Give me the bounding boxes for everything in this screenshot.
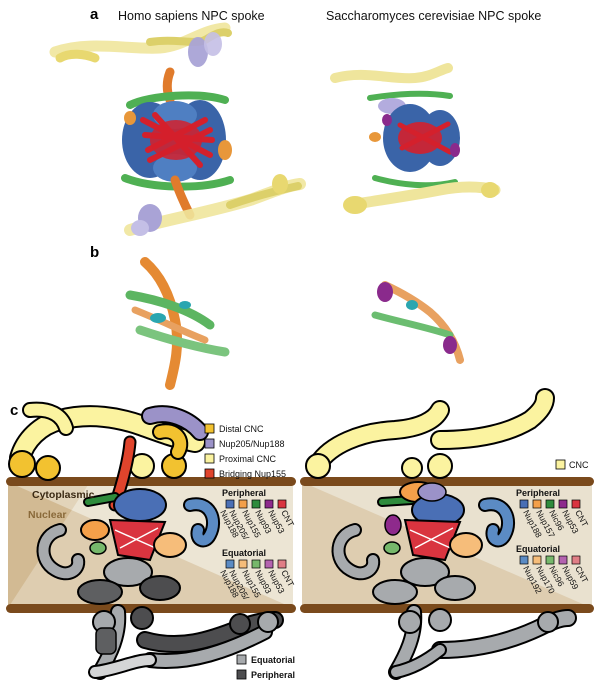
yeast-peripheral-swatch-3 [558,499,568,509]
yeast-spoke-title: Saccharomyces cerevisiae NPC spoke [326,9,542,23]
legend-cnc: CNC [569,460,589,470]
panel-a-letter: a [90,6,99,23]
human-peripheral-swatch-2 [251,499,261,509]
bottom-legend: Equatorial Peripheral [236,654,295,680]
legend-swatch-cnc [555,459,566,470]
yeast-peripheral-swatch-4 [571,499,581,509]
legend-swatch-bridging [204,468,215,479]
legend-bridging-nup155: Bridging Nup155 [219,469,286,479]
human-equatorial-swatch-0 [225,559,235,569]
human-peripheral-swatch-0 [225,499,235,509]
human-equatorial-swatch-4 [277,559,287,569]
legend-equatorial: Equatorial [251,655,295,665]
human-equatorial-title: Equatorial [222,548,266,558]
human-peripheral-swatch-3 [264,499,274,509]
human-equatorial-swatch-1 [238,559,248,569]
cytoplasmic-label: Cytoplasmic [32,489,95,501]
legend-swatch-nup205 [204,438,215,449]
left-legend: Distal CNC Nup205/Nup188 Proximal CNC Br… [204,423,286,479]
nuclear-label: Nuclear [28,509,67,521]
human-equatorial-swatch-2 [251,559,261,569]
yeast-peripheral-swatch-1 [532,499,542,509]
yeast-equatorial-swatch-0 [519,555,529,565]
yeast-peripheral-title: Peripheral [516,488,560,498]
legend-nup205-nup188: Nup205/Nup188 [219,439,285,449]
yeast-spoke-structure [330,63,501,214]
human-peripheral-swatch-1 [238,499,248,509]
right-legend: CNC [555,459,589,470]
legend-proximal-cnc: Proximal CNC [219,454,277,464]
legend-swatch-peripheral [236,669,247,680]
yeast-equatorial-title: Equatorial [516,544,560,554]
human-spoke-title: Homo sapiens NPC spoke [118,9,265,23]
legend-swatch-proximal-cnc [204,453,215,464]
human-schematic [6,401,296,680]
human-rim-structure [125,257,230,390]
yeast-peripheral-swatch-0 [519,499,529,509]
yeast-equatorial-swatch-2 [545,555,555,565]
legend-peripheral: Peripheral [251,670,295,680]
yeast-equatorial-swatch-1 [532,555,542,565]
yeast-equatorial-swatch-3 [558,555,568,565]
yeast-rim-structure [371,281,464,364]
legend-distal-cnc: Distal CNC [219,424,264,434]
human-peripheral-title: Peripheral [222,488,266,498]
legend-swatch-distal-cnc [204,423,215,434]
panel-b-letter: b [90,244,100,261]
yeast-equatorial-swatch-4 [571,555,581,565]
human-equatorial-swatch-3 [264,559,274,569]
human-spoke-structure [49,22,306,236]
yeast-peripheral-swatch-2 [545,499,555,509]
panel-c-letter: c [10,402,19,419]
yeast-schematic [300,388,594,680]
human-peripheral-swatch-4 [277,499,287,509]
legend-swatch-equatorial [236,654,247,665]
